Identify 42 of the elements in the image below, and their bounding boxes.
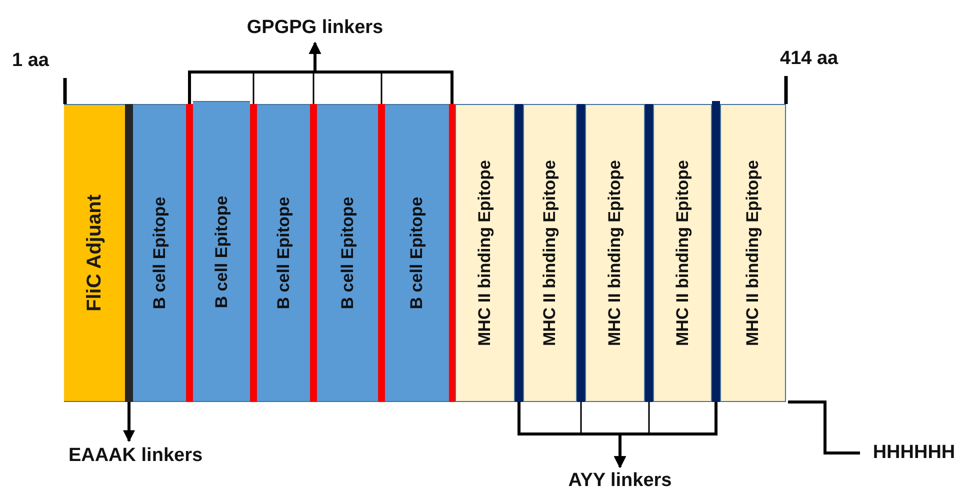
adjuvant-segment [64, 104, 125, 402]
epitope-segment [523, 104, 577, 402]
linker-segment [186, 104, 193, 402]
linker-label: GPGPG linkers [235, 14, 395, 42]
segment-label: MHC II binding Epitope [672, 160, 692, 346]
epitope-segment [653, 104, 712, 402]
epitope-segment [585, 104, 645, 402]
linker-segment [250, 104, 257, 402]
segment-label: B cell Epitope [407, 196, 427, 310]
bracket-arrow [614, 402, 718, 468]
linker-label: EAAAK linkers [48, 442, 223, 470]
linker-segment [515, 104, 523, 402]
epitope-segment [455, 104, 515, 402]
segment-label: B cell Epitope [212, 195, 232, 308]
linker-label: AYY linkers [540, 468, 700, 494]
epitope-segment [317, 104, 378, 402]
position-label: 1 aa [12, 50, 49, 72]
linker-segment [645, 104, 653, 402]
segment-label: MHC II binding Epitope [540, 160, 560, 346]
segment-label: MHC II binding Epitope [605, 160, 625, 346]
segment-label: MHC II binding Epitope [475, 160, 495, 346]
epitope-segment [133, 104, 186, 402]
linker-segment [310, 104, 317, 402]
segment-label: B cell Epitope [274, 196, 294, 310]
segment-label: B cell Epitope [150, 196, 170, 310]
segment-label: FliC Adjuant [83, 194, 106, 312]
linker-label: HHHHHH [862, 440, 966, 466]
position-label: 414 aa [780, 48, 838, 70]
linker-segment [125, 104, 133, 402]
linker-segment [712, 101, 720, 402]
epitope-segment [385, 104, 449, 402]
bracket-arrow [123, 402, 135, 442]
bracket-arrow [309, 42, 454, 104]
linker-segment [449, 104, 455, 402]
epitope-segment [720, 104, 786, 402]
connector-line [788, 400, 860, 454]
linker-segment [378, 104, 385, 402]
epitope-segment [257, 104, 310, 402]
segment-label: B cell Epitope [338, 196, 358, 310]
linker-segment [577, 104, 585, 402]
epitope-segment [193, 101, 250, 402]
segment-label: MHC II binding Epitope [743, 160, 763, 346]
